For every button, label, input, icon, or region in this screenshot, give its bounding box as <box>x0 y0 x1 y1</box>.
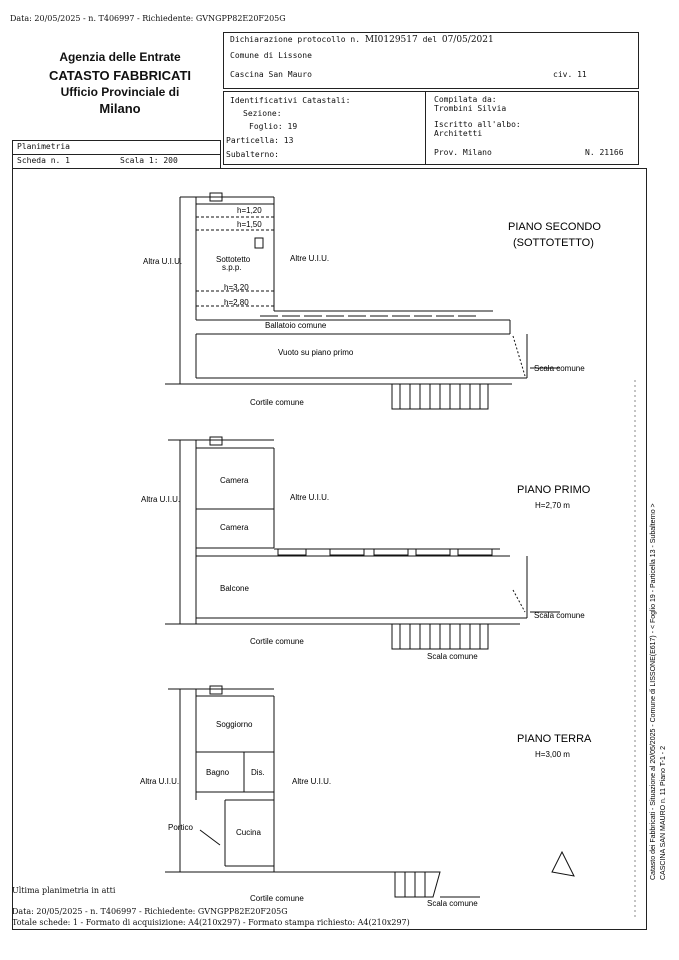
sezione-label: Sezione: <box>243 109 282 118</box>
address-label: Cascina San Mauro <box>230 70 312 79</box>
header-protocol-box <box>223 32 639 89</box>
header-ident-box <box>223 91 639 165</box>
comune-label: Comune di Lissone <box>230 51 312 60</box>
sottotetto-spp: s.p.p. <box>222 263 242 272</box>
primo-height: H=2,70 m <box>535 501 570 510</box>
bagno-label: Bagno <box>206 768 230 777</box>
cucina-label: Cucina <box>236 828 261 837</box>
albo-number: N. 21166 <box>585 148 624 157</box>
primo-cortile: Cortile comune <box>250 637 304 646</box>
compilata-name: Trombini Silvia <box>434 104 507 113</box>
compilata-label: Compilata da: <box>434 95 497 104</box>
scheda-label: Scheda n. 1 <box>17 156 70 165</box>
terra-height: H=3,00 m <box>535 750 570 759</box>
scala-label: Scala 1: 200 <box>120 156 178 165</box>
secondo-altra-uiu: Altra U.I.U. <box>143 257 182 266</box>
identificativi-label: Identificativi Catastali: <box>230 96 351 105</box>
ultima-planimetria: Ultima planimetria in atti <box>12 886 116 895</box>
provincia-label: Prov. Milano <box>434 148 492 157</box>
vuoto-label: Vuoto su piano primo <box>278 348 354 357</box>
balcone-label: Balcone <box>220 584 249 593</box>
agency-block: Agenzia delle Entrate CATASTO FABBRICATI… <box>20 50 220 116</box>
primo-scala-comune: Scala comune <box>534 611 585 620</box>
agency-name: Agenzia delle Entrate <box>59 50 181 64</box>
dis-label: Dis. <box>251 768 265 777</box>
iscritto-label: Iscritto all'albo: <box>434 120 521 129</box>
primo-altre-uiu: Altre U.I.U. <box>290 493 329 502</box>
secondo-title: PIANO SECONDO <box>508 221 601 233</box>
civ-label: civ. 11 <box>553 70 587 79</box>
secondo-h150: h=1,50 <box>237 220 262 229</box>
request-info-top: Data: 20/05/2025 - n. T406997 - Richiede… <box>10 14 286 23</box>
protocollo-number: MI0129517 <box>364 35 418 45</box>
plan-secondo <box>165 192 560 410</box>
primo-title: PIANO PRIMO <box>517 484 591 496</box>
secondo-h320: h=3,20 <box>224 283 249 292</box>
foglio-label: Foglio: 19 <box>249 122 298 131</box>
portico-label: Portico <box>168 823 193 832</box>
particella-label: Particella: 13 <box>226 136 294 145</box>
secondo-altre-uiu: Altre U.I.U. <box>290 254 329 263</box>
terra-altra-uiu: Altra U.I.U. <box>140 777 179 786</box>
sottotetto-label: Sottotetto <box>216 255 251 264</box>
ufficio-label: Ufficio Provinciale di <box>60 85 180 99</box>
terra-cortile: Cortile comune <box>250 894 304 903</box>
header-divider <box>425 91 426 164</box>
subalterno-label: Subalterno: <box>226 150 279 159</box>
primo-scala-comune-2: Scala comune <box>427 652 478 661</box>
terra-scala-comune: Scala comune <box>427 899 478 908</box>
primo-altra-uiu: Altra U.I.U. <box>141 495 180 504</box>
secondo-cortile: Cortile comune <box>250 398 304 407</box>
terra-title: PIANO TERRA <box>517 733 592 745</box>
camera-1: Camera <box>220 476 249 485</box>
dichiarazione-label: Dichiarazione protocollo n. <box>230 35 361 44</box>
side-situazione: Catasto dei Fabbricati - Situazione al 2… <box>650 503 657 880</box>
request-info-bottom: Data: 20/05/2025 - n. T406997 - Richiede… <box>12 907 288 916</box>
totale-schede: Totale schede: 1 - Formato di acquisizio… <box>12 918 410 927</box>
ballatoio-label: Ballatoio comune <box>265 321 327 330</box>
secondo-h120: h=1,20 <box>237 206 262 215</box>
ufficio-city: Milano <box>99 101 141 116</box>
secondo-subtitle: (SOTTOTETTO) <box>513 237 594 249</box>
del-label: del <box>422 35 438 44</box>
camera-2: Camera <box>220 523 249 532</box>
plan-terra <box>165 685 575 898</box>
dichiarazione-line: Dichiarazione protocollo n. MI0129517 de… <box>230 35 494 45</box>
drawing-frame <box>12 168 647 930</box>
soggiorno-label: Soggiorno <box>216 720 253 729</box>
secondo-h280: h=2,80 <box>224 298 249 307</box>
catasto-title: CATASTO FABBRICATI <box>48 68 192 83</box>
protocollo-date: 07/05/2021 <box>441 35 494 45</box>
secondo-scala-comune: Scala comune <box>534 364 585 373</box>
planimetria-label: Planimetria <box>17 142 70 151</box>
plan-primo <box>165 436 560 650</box>
terra-altre-uiu: Altre U.I.U. <box>292 777 331 786</box>
iscritto-value: Architetti <box>434 129 483 138</box>
side-indirizzo: CASCINA SAN MAURO n. 11 Piano T-1 - 2 <box>660 746 667 880</box>
